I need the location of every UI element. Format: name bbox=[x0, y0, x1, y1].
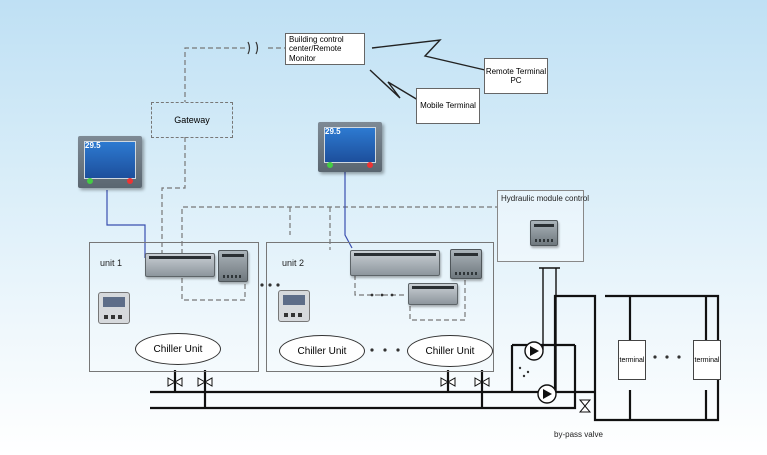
terminal-2: terminal bbox=[693, 340, 721, 380]
chiller-unit-label: Chiller Unit bbox=[153, 343, 203, 355]
mobile-terminal-box: Mobile Terminal bbox=[416, 88, 480, 124]
unit-1-frame bbox=[89, 242, 259, 372]
chiller-unit-2: Chiller Unit bbox=[279, 335, 365, 367]
bypass-valve-label: by-pass valve bbox=[554, 430, 603, 439]
terminal-label: terminal bbox=[694, 356, 720, 364]
unit-2-frame bbox=[266, 242, 494, 372]
touch-panel-icon: 29.5 bbox=[318, 122, 382, 172]
building-control-box: Building control center/Remote Monitor bbox=[285, 33, 365, 65]
controller-icon bbox=[350, 250, 440, 276]
touch-panel-readout: 29.5 bbox=[85, 141, 101, 150]
unit-1-label: unit 1 bbox=[100, 258, 123, 268]
terminal-label: terminal bbox=[619, 356, 645, 364]
building-control-label: Building control center/Remote Monitor bbox=[289, 35, 344, 63]
thermostat-icon bbox=[278, 290, 310, 322]
chiller-unit-1: Chiller Unit bbox=[135, 333, 221, 365]
gateway-box: Gateway bbox=[151, 102, 233, 138]
controller-icon bbox=[408, 283, 458, 305]
relay-module-icon bbox=[218, 250, 248, 282]
chiller-unit-label: Chiller Unit bbox=[425, 345, 475, 357]
touch-panel-readout: 29.5 bbox=[325, 127, 341, 136]
controller-icon bbox=[145, 253, 215, 277]
terminal-1: terminal bbox=[618, 340, 646, 380]
relay-module-icon bbox=[530, 220, 558, 246]
mobile-terminal-label: Mobile Terminal bbox=[420, 101, 476, 111]
remote-terminal-label: Remote Terminal PC bbox=[485, 66, 547, 85]
chiller-unit-3: Chiller Unit bbox=[407, 335, 493, 367]
unit-2-label: unit 2 bbox=[282, 258, 305, 268]
thermostat-icon bbox=[98, 292, 130, 324]
chiller-unit-label: Chiller Unit bbox=[297, 345, 347, 357]
touch-panel-icon: 29.5 bbox=[78, 136, 142, 188]
relay-module-icon bbox=[450, 249, 482, 279]
remote-terminal-box: Remote Terminal PC bbox=[484, 58, 548, 94]
hydraulic-module-label: Hydraulic module control bbox=[501, 194, 590, 203]
gateway-label: Gateway bbox=[174, 115, 210, 125]
